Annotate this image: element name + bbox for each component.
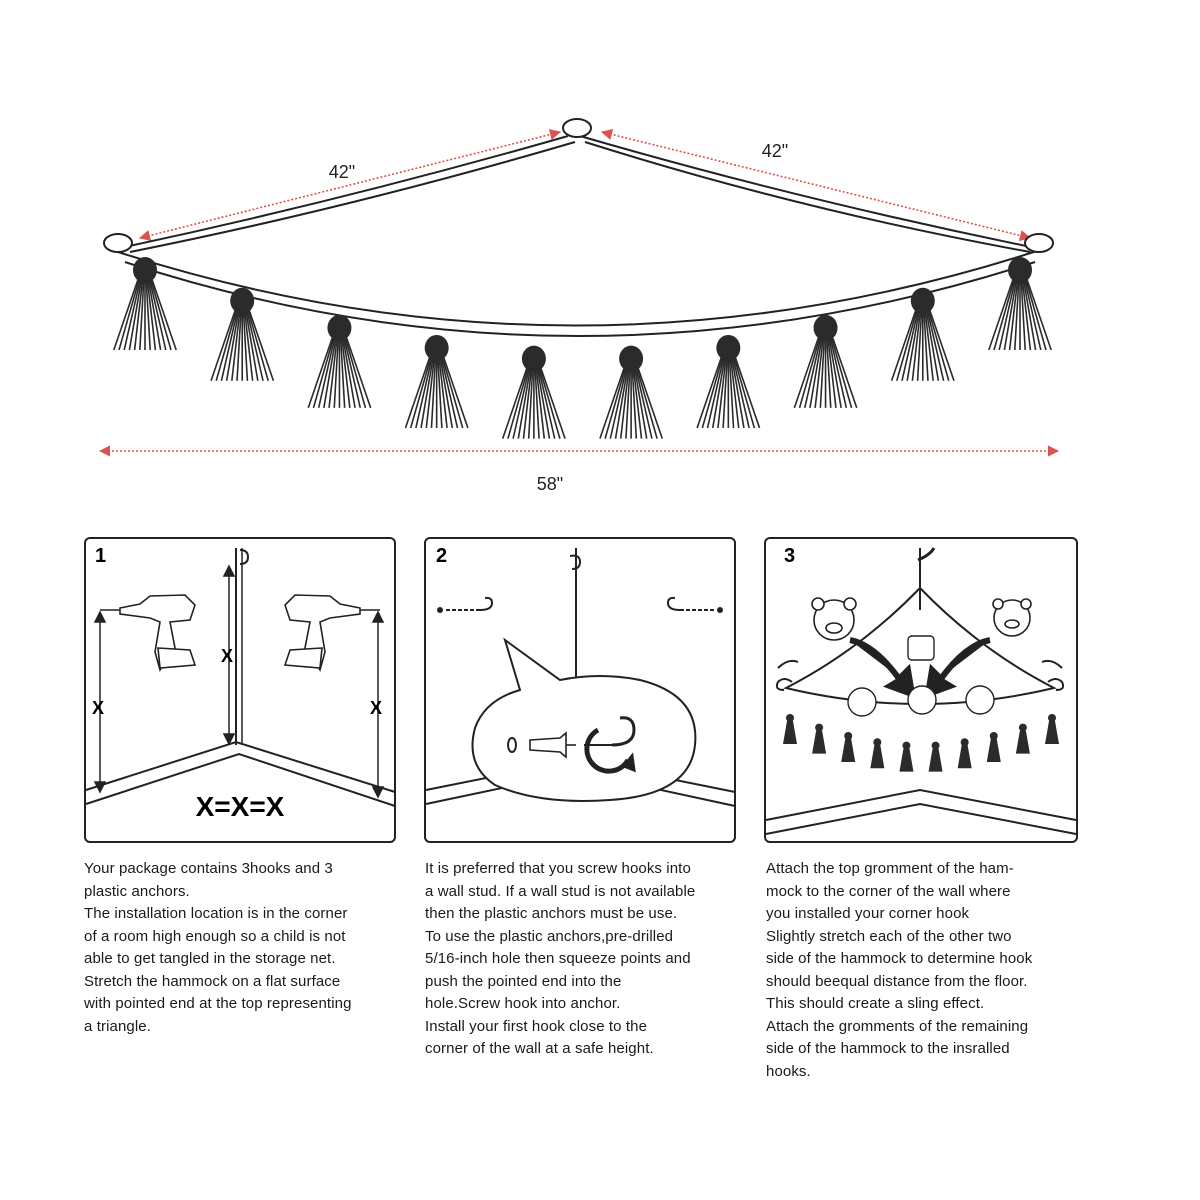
top-grommet — [562, 118, 592, 138]
step-1-line: a triangle. — [84, 1017, 151, 1035]
drill-left-icon — [100, 594, 197, 672]
tassel — [307, 314, 372, 409]
hammock-dimension-diagram: 42" 42" 58" — [98, 118, 1060, 494]
hook-icon — [239, 549, 250, 565]
step-3-line: hooks. — [766, 1062, 811, 1080]
pull-arrow-right-icon — [924, 637, 991, 699]
step-3-line: you installed your corner hook — [766, 905, 970, 922]
right-dimension-label: 42" — [762, 141, 788, 161]
tassel — [988, 257, 1052, 351]
toy-bear-icon — [811, 597, 857, 641]
measure-x-left: X — [92, 698, 104, 718]
measure-x-right: X — [370, 698, 382, 718]
step-2-line: corner of the wall at a safe height. — [425, 1040, 654, 1057]
step-2-line: 5/16-inch hole then squeeze points and — [425, 950, 691, 967]
step-2-number: 2 — [436, 545, 447, 567]
mini-tassel — [986, 731, 1001, 762]
step-3-line: side of the hammock to determine hook — [766, 950, 1033, 967]
tassel — [890, 287, 955, 382]
step-3-panel: 3 — [764, 537, 1078, 843]
screw-hook-rotate-icon — [584, 716, 636, 774]
right-grommet — [1024, 233, 1054, 253]
left-dimension-line — [138, 129, 562, 241]
tassel — [793, 314, 858, 409]
step-1-number: 1 — [95, 545, 106, 567]
mini-tassel — [899, 741, 914, 772]
step-1-line: Stretch the hammock on a flat surface — [84, 972, 341, 990]
bottom-dimension-label: 58" — [537, 474, 563, 494]
mini-tassel — [783, 714, 797, 744]
stored-toys-icon — [847, 635, 995, 717]
step-2-line: then the plastic anchors must be use. — [425, 905, 678, 922]
equal-height-equation: X=X=X — [196, 791, 285, 822]
step-2-line: hole.Screw hook into anchor. — [425, 995, 621, 1012]
measure-x-corner: X — [221, 646, 233, 666]
left-dimension-label: 42" — [329, 162, 355, 182]
step-2-line: a wall stud. If a wall stud is not avail… — [425, 882, 696, 900]
toy-pig-icon — [992, 598, 1032, 637]
mini-tassel — [841, 731, 856, 762]
mini-tassel — [812, 723, 827, 754]
drill-right-icon — [283, 594, 380, 672]
step-3-line: This should create a sling effect. — [766, 995, 985, 1012]
right-dimension-line — [600, 128, 1032, 242]
detail-callout-bubble — [471, 637, 697, 802]
step-2-line: It is preferred that you screw hooks int… — [425, 860, 691, 877]
step-3-line: Attach the gromments of the remaining — [766, 1017, 1029, 1035]
mini-tassel — [957, 738, 972, 769]
tassel — [404, 334, 469, 429]
plastic-anchor-icon — [529, 731, 576, 759]
mini-tassel-row — [783, 714, 1059, 772]
mini-tassel — [870, 738, 885, 769]
step-2-line: To use the plastic anchors,pre-drilled — [425, 927, 674, 945]
mini-tassel — [1015, 723, 1030, 754]
step-2-description: It is preferred that you screw hooks int… — [425, 858, 695, 1061]
step-2-line: push the pointed end into the — [425, 972, 622, 990]
step-1-line: The installation location is in the corn… — [84, 905, 348, 922]
left-side-hook-icon — [775, 659, 799, 691]
step-1-description: Your package contains 3hooks and 3 plast… — [84, 858, 352, 1038]
step-3-line: should beequal distance from the floor. — [766, 972, 1028, 990]
drill-hole-icon — [507, 737, 517, 753]
step-1-line: with pointed end at the top representing — [84, 995, 352, 1012]
step-1-line: Your package contains 3hooks and 3 — [84, 860, 333, 877]
step-3-line: mock to the corner of the wall where — [766, 882, 1011, 900]
tassel — [210, 287, 275, 382]
step-3-line: Slightly stretch each of the other two — [766, 927, 1012, 945]
tassel — [599, 345, 664, 439]
left-grommet — [103, 233, 133, 253]
step-3-line: side of the hammock to the insralled — [766, 1040, 1010, 1057]
step-3-description: Attach the top gromment of the ham- mock… — [766, 858, 1032, 1083]
step-2-panel: 2 — [424, 537, 736, 843]
mini-tassel — [928, 741, 943, 772]
left-wall-hook-icon — [437, 596, 494, 613]
right-side-hook-icon — [1041, 659, 1065, 691]
right-wall-hook-icon — [666, 596, 723, 613]
step-3-number: 3 — [784, 545, 795, 567]
step-3-line: Attach the top gromment of the ham- — [766, 860, 1014, 877]
step-1-line: plastic anchors. — [84, 882, 190, 900]
tassel — [113, 257, 177, 351]
corner-hook-icon — [569, 554, 582, 570]
mini-tassel — [1045, 714, 1059, 744]
tassel — [696, 334, 761, 429]
pull-arrow-left-icon — [849, 637, 916, 699]
step-1-line: able to get tangled in the storage net. — [84, 950, 336, 967]
tassel — [501, 345, 566, 439]
hung-hammock-icon — [783, 586, 1057, 705]
hammock-outline — [117, 135, 1041, 337]
step-2-line: Install your first hook close to the — [425, 1017, 648, 1035]
tassel-row — [113, 257, 1052, 439]
step-1-panel: 1 X X X X=X=X — [84, 537, 396, 843]
step-1-line: of a room high enough so a child is not — [84, 927, 346, 945]
top-hook-icon — [917, 547, 936, 562]
